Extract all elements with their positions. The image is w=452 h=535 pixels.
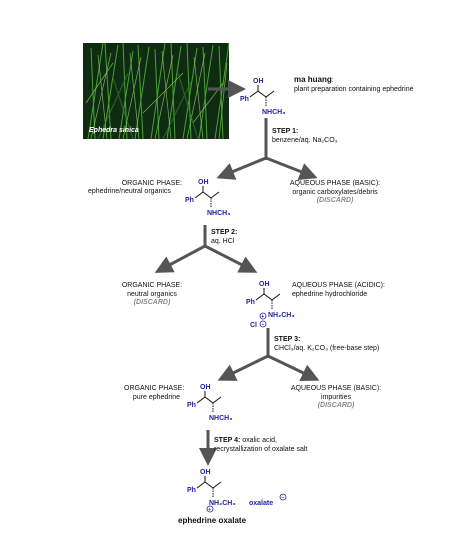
arrow-step3-right — [267, 354, 320, 381]
plus-charge-icon — [259, 312, 267, 320]
source-title: ma huang — [294, 75, 332, 84]
p1-organic-block: ORGANIC PHASE: — [118, 180, 182, 189]
ephedrine-oxalate-structure: OH Ph NH₂CH₃ + oxalate − — [187, 469, 287, 513]
p1-organic-title: ORGANIC PHASE: — [121, 180, 182, 187]
svg-text:+: + — [208, 507, 211, 513]
oh-label: OH — [259, 281, 270, 288]
arrow-step1-left — [216, 156, 267, 180]
step2-reagents: aq. HCl — [211, 237, 235, 245]
ephedrine-structure-source: OH Ph NHCH₃ — [240, 78, 285, 116]
p3-organic-block: ORGANIC PHASE: pure ephedrine — [124, 385, 185, 402]
nhch3-label: NHCH₃ — [207, 210, 230, 217]
oh-label: OH — [198, 179, 209, 186]
cl-label: Cl — [250, 322, 257, 329]
step2-block: STEP 2: aq. HCl — [211, 229, 237, 246]
step3-block: STEP 3: CHCl₃/aq. K₂CO₃ (free-base step) — [274, 336, 379, 353]
svg-text:+: + — [261, 314, 264, 320]
final-product-label: ephedrine oxalate — [178, 516, 247, 525]
step3-reagents: CHCl₃/aq. K₂CO₃ (free-base step) — [274, 344, 380, 352]
step1-block: STEP 1: benzene/aq. Na₂CO₃ — [272, 128, 338, 145]
oxalate-label: oxalate — [249, 500, 273, 507]
p1-aqueous-discard: (DISCARD) — [316, 197, 354, 204]
p1-aqueous-block: AQUEOUS PHASE (BASIC): organic carboxyla… — [281, 180, 389, 206]
step4-reagents: oxalic acid, — [242, 437, 277, 444]
p3-organic-desc: pure ephedrine — [132, 393, 180, 401]
source-block: ma huang: plant preparation containing e… — [294, 75, 414, 93]
ephedra-photo: Ephedra sinica — [83, 43, 229, 139]
step1-reagents: benzene/aq. Na₂CO₃ — [272, 136, 338, 144]
ephedrine-structure-pure: OH Ph NHCH₃ — [187, 384, 232, 422]
p2-aqueous-block: AQUEOUS PHASE (ACIDIC): ephedrine hydroc… — [292, 282, 385, 299]
p1-aqueous-desc: organic carboxylates/debris — [292, 188, 378, 196]
p3-aqueous-desc: impurities — [321, 393, 351, 401]
step3-title: STEP 3: — [274, 336, 301, 343]
oh-label: OH — [200, 384, 211, 391]
nhch3-label: NHCH₃ — [209, 415, 232, 422]
p1-aqueous-title: AQUEOUS PHASE (BASIC): — [289, 180, 381, 187]
p3-organic-title: ORGANIC PHASE: — [124, 385, 185, 392]
nh2ch3-label: NH₂CH₃ — [268, 312, 295, 319]
p2-aqueous-title: AQUEOUS PHASE (ACIDIC): — [292, 282, 385, 289]
p2-organic-block: ORGANIC PHASE: neutral organics (DISCARD… — [112, 282, 192, 308]
step4-block: STEP 4: oxalic acid, recrystallization o… — [214, 437, 307, 454]
p3-aqueous-block: AQUEOUS PHASE (BASIC): impurities (DISCA… — [286, 385, 386, 411]
step1-title: STEP 1: — [272, 128, 299, 135]
photo-caption: Ephedra sinica — [89, 127, 139, 134]
ph-label: Ph — [187, 487, 196, 494]
p3-aqueous-discard: (DISCARD) — [317, 402, 355, 409]
minus-charge-icon — [259, 320, 267, 328]
ephedra-photo-image — [83, 43, 229, 139]
p2-organic-desc: neutral organics — [127, 290, 177, 298]
svg-text:−: − — [262, 322, 265, 328]
step4-title: STEP 4: — [214, 437, 241, 444]
step2-title: STEP 2: — [211, 229, 238, 236]
nhch3-label: NHCH₃ — [262, 109, 285, 116]
nh2ch3-label: NH₂CH₃ — [209, 500, 236, 507]
arrow-step3-left — [217, 354, 269, 381]
p3-aqueous-title: AQUEOUS PHASE (BASIC): — [290, 385, 382, 392]
ephedrine-hcl-structure: OH Ph NH₂CH₃ + Cl − — [246, 281, 295, 329]
oh-label: OH — [253, 78, 264, 85]
p2-organic-discard: (DISCARD) — [133, 299, 171, 306]
oh-label: OH — [200, 469, 211, 476]
p2-aqueous-desc: ephedrine hydrochloride — [292, 290, 368, 298]
arrow-step1-right — [265, 156, 318, 181]
p1-organic-desc: ephedrine/neutral organics — [88, 188, 171, 195]
ph-label: Ph — [187, 402, 196, 409]
ephedrine-structure-p1: OH Ph NHCH₃ — [185, 179, 230, 217]
source-description: plant preparation containing ephedrine — [294, 85, 414, 93]
arrow-step2-right — [204, 244, 258, 273]
ph-label: Ph — [240, 96, 249, 103]
arrow-step2-left — [154, 244, 206, 273]
step4-reagents-2: recrystallization of oxalate salt — [214, 445, 308, 453]
ph-label: Ph — [185, 197, 194, 204]
svg-text:−: − — [282, 495, 285, 501]
plus-charge-icon — [206, 505, 214, 513]
p2-organic-title: ORGANIC PHASE: — [121, 282, 183, 289]
minus-charge-icon — [279, 493, 287, 501]
ph-label: Ph — [246, 299, 255, 306]
